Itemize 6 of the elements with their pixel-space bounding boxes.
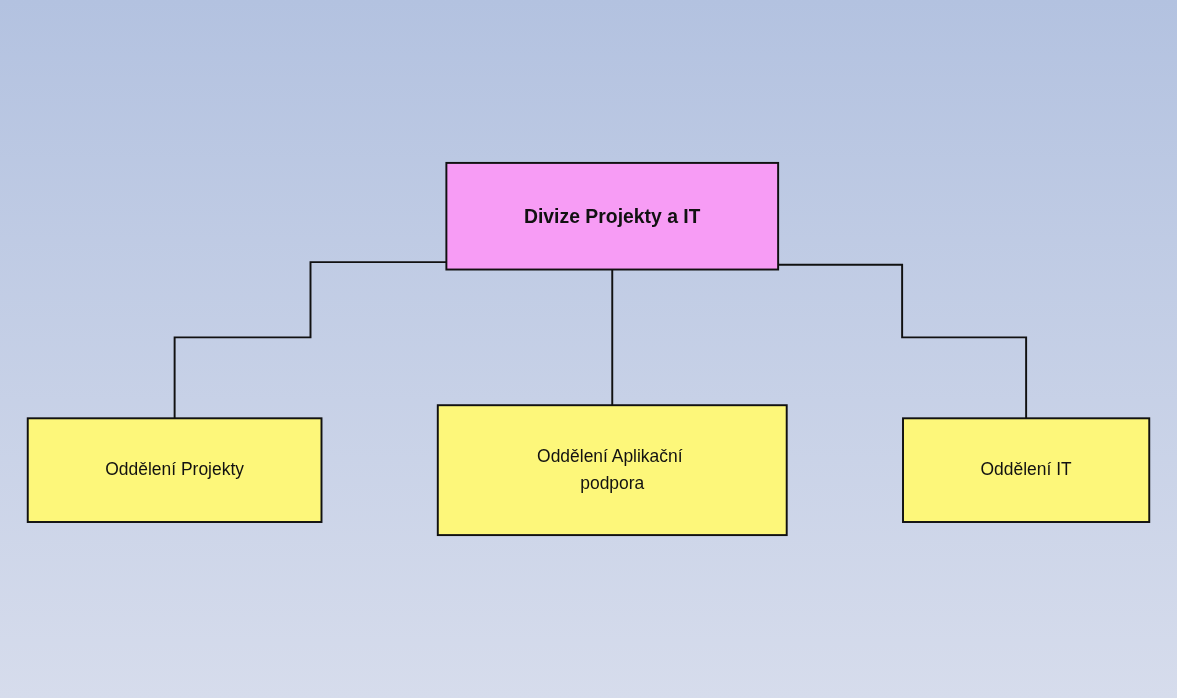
connector: [777, 263, 1028, 420]
connector: [611, 268, 614, 407]
node-box: Oddělení Projekty: [26, 417, 323, 523]
node-box: Divize Projekty a IT: [445, 161, 780, 271]
node-box: Oddělení IT: [902, 417, 1151, 523]
node-box: Oddělení Aplikační podpora: [436, 404, 788, 537]
